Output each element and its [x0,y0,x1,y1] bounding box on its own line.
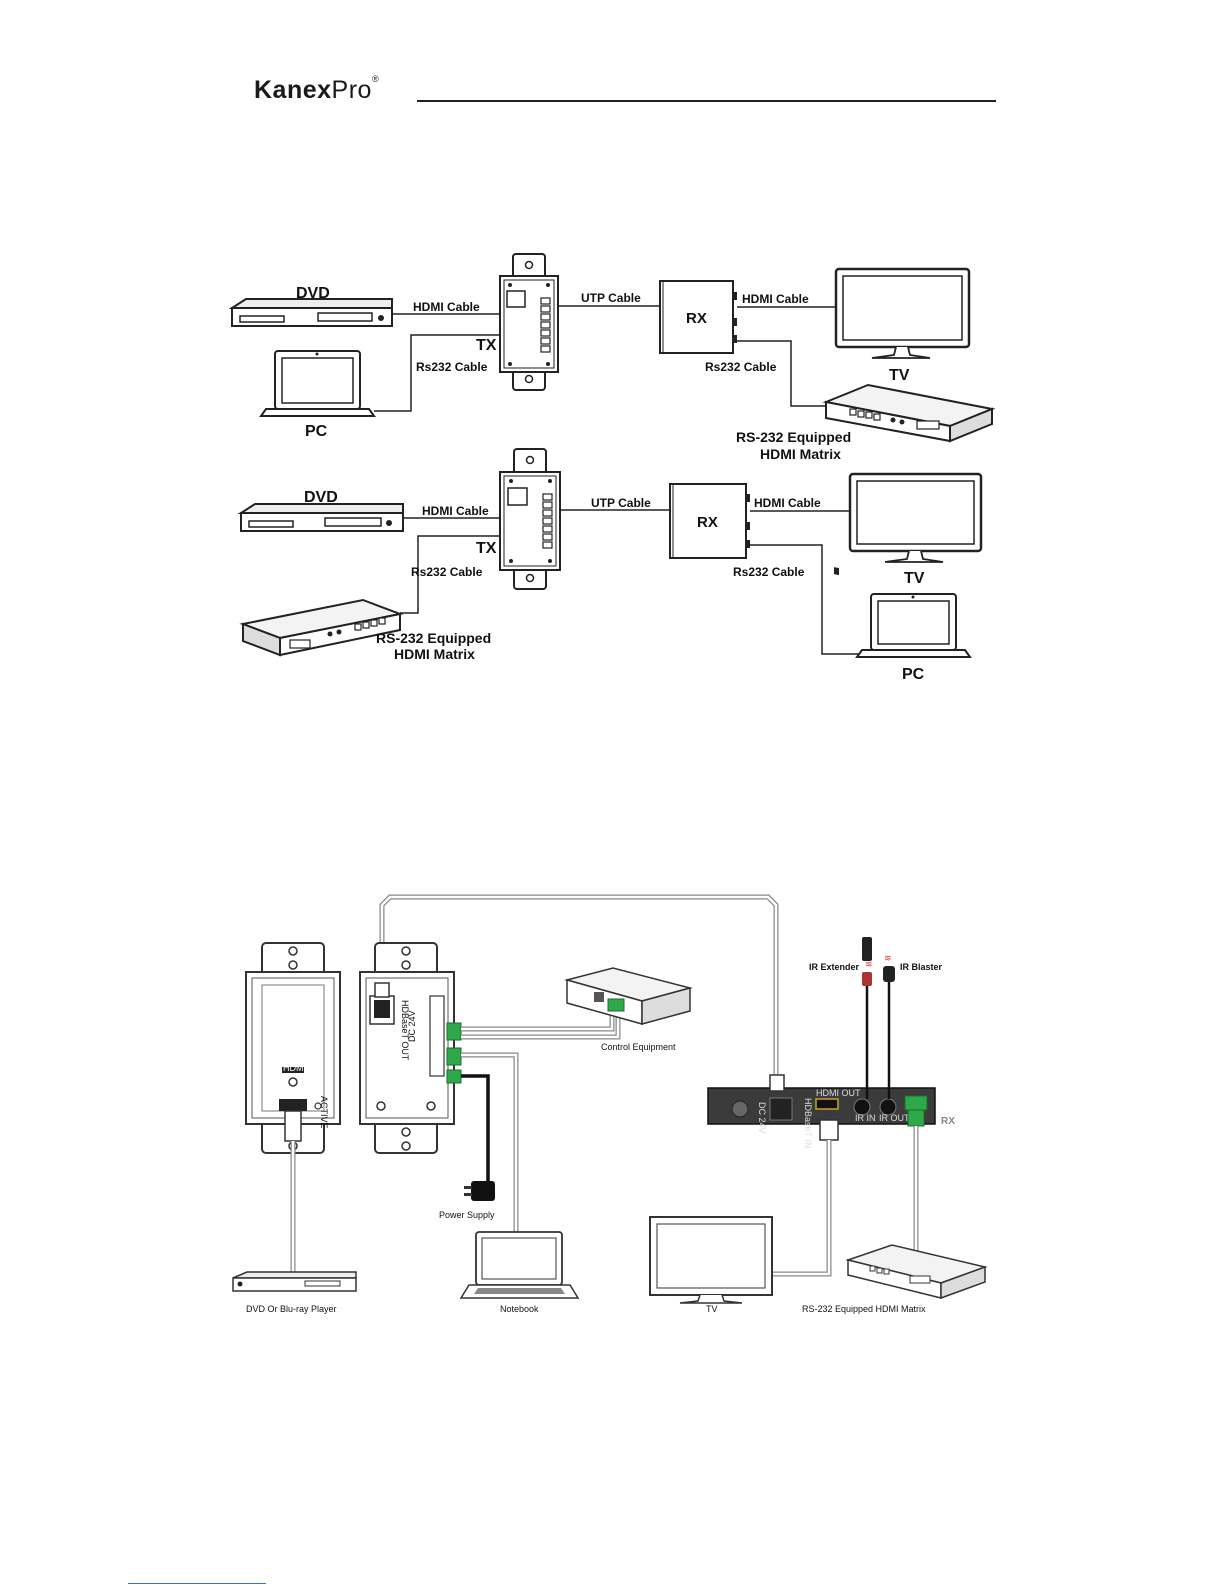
dc-label-rx: DC 24V [757,1102,767,1134]
header-rule [417,100,996,102]
ir-blaster-icon [883,966,895,982]
hdmi-matrix-icon-2 [239,598,404,657]
rx-box-icon [659,280,737,354]
brand-logo: KanexPro® [254,74,380,105]
notebook-icon [459,1231,580,1299]
brand-mark: ® [371,74,380,84]
hdmi-cable-label-2: HDMI Cable [742,292,809,306]
rs232-cable-label-4: Rs232 Cable [733,565,805,579]
rx-label-1: RX [686,310,707,327]
hdbaset-in-label: HDBaseT IN [803,1098,813,1148]
dvd-player-label: DVD Or Blu-ray Player [246,1304,337,1314]
utp-cable-label-2: UTP Cable [591,496,651,510]
hdmi-cable-label-1: HDMI Cable [413,300,480,314]
hdmi-cable-label-4: HDMI Cable [754,496,821,510]
rx-device-icon [707,1087,936,1125]
dvd-label-2: DVD [304,489,338,506]
matrix-label-2a: RS-232 Equipped [376,630,491,646]
dc-label-tx: DC 24V [407,1010,417,1042]
hdmi-matrix-icon [822,383,996,576]
tx-label-2: TX [476,540,497,557]
rx-label-2: RX [697,514,718,531]
control-equipment-icon [564,967,693,1025]
rx-label-3: RX [941,1116,955,1127]
rs232-cable-label-2: Rs232 Cable [705,360,777,374]
tv-icon-2 [848,472,983,563]
bluray-player-icon [232,1271,357,1292]
dvd-player-icon-2 [237,503,404,532]
matrix-label-1b: HDMI Matrix [760,446,841,462]
ir-in-label: IR IN [855,1113,876,1123]
rx-box-icon-2 [669,483,750,559]
diagram-1: DVD PC TX [228,253,996,576]
brand-bold: Kanex [254,76,332,104]
hdmi-in-label: HDMI IN [283,1063,318,1073]
front-wallplate-icon [245,942,341,1154]
dvd-label: DVD [296,285,330,302]
tx-label: TX [476,337,497,354]
diagram-2: DVD TX HDMI Cable Rs232 Cable UTP Cable [237,448,983,683]
rs232-cable-label-1: Rs232 Cable [416,360,488,374]
tv-label-1: TV [889,367,910,384]
tv-label-3: TV [706,1304,718,1314]
laptop-icon-2 [855,593,972,658]
brand-light: Pro [331,76,372,104]
rs232-cable-label-3: Rs232 Cable [411,565,483,579]
tx-wallplate-icon [499,253,559,391]
ir-signal-icon-2: ≋ [884,953,892,963]
footer-link-rule [128,1583,266,1584]
hdmi-cable-label-3: HDMI Cable [422,504,489,518]
ir-out-label: IR OUT [879,1113,910,1123]
tv-label-2: TV [904,570,925,587]
matrix-label-2b: HDMI Matrix [394,646,475,662]
hdbaset-out-label: HDBaseT OUT [400,1000,410,1061]
tv-icon-3 [649,1216,773,1304]
ir-extender-icon [862,972,872,986]
pc-label: PC [305,423,328,440]
laptop-icon [259,350,376,417]
matrix-label-3: RS-232 Equipped HDMI Matrix [802,1304,926,1314]
hdmi-matrix-icon-3 [845,1244,988,1300]
matrix-label-1a: RS-232 Equipped [736,429,851,445]
dvd-player-icon [228,298,393,327]
diagram-3: HDMI IN ACTIVE DVD Or Blu-ray Player [232,894,988,1314]
terminal-blocks [446,1022,462,1084]
pc-label-2: PC [902,666,925,683]
tv-icon [834,267,971,359]
active-label: ACTIVE [319,1096,329,1129]
ir-extender-label: IR Extender [809,962,860,972]
notebook-label: Notebook [500,1304,539,1314]
ir-blaster-label: IR Blaster [900,962,943,972]
ir-remote-icon [862,937,872,961]
utp-cable-label-1: UTP Cable [581,291,641,305]
tx-wallplate-icon-2 [499,448,561,590]
ir-signal-icon-1: ≋ [865,959,873,969]
hdmi-out-label: HDMI OUT [816,1088,861,1098]
control-equipment-label: Control Equipment [601,1042,676,1052]
power-supply-icon [464,1181,495,1201]
power-supply-label: Power Supply [439,1210,495,1220]
